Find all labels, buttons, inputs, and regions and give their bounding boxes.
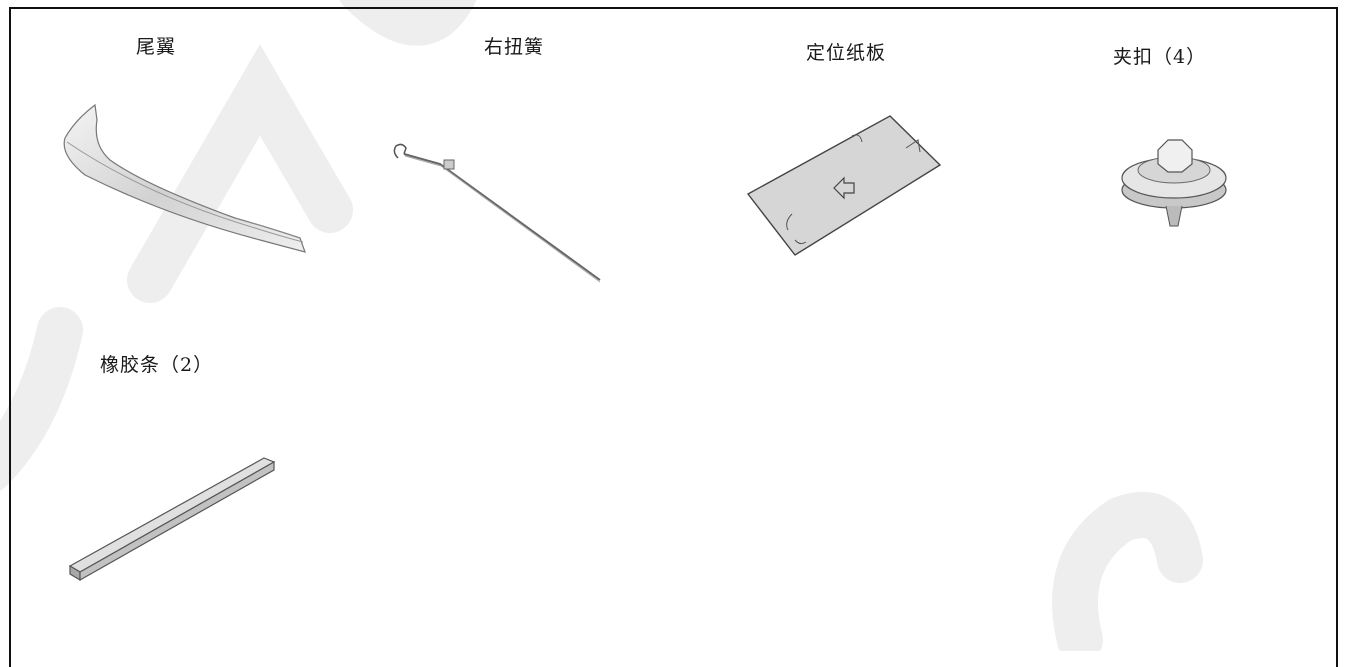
part-label-positioning-cardboard: 定位纸板 [806,42,887,64]
positioning-cardboard-icon [746,115,942,256]
part-label-torsion-spring: 右扭簧 [484,36,545,58]
part-label-rubber-strip: 橡胶条（2） [100,354,214,376]
rubber-strip-icon [68,457,276,582]
parts-frame [9,7,1338,667]
part-label-spoiler: 尾翼 [136,36,177,58]
part-label-clip: 夹扣（4） [1113,46,1207,68]
torsion-spring-icon [393,143,601,283]
spoiler-icon [63,103,306,253]
clip-icon [1121,139,1227,227]
